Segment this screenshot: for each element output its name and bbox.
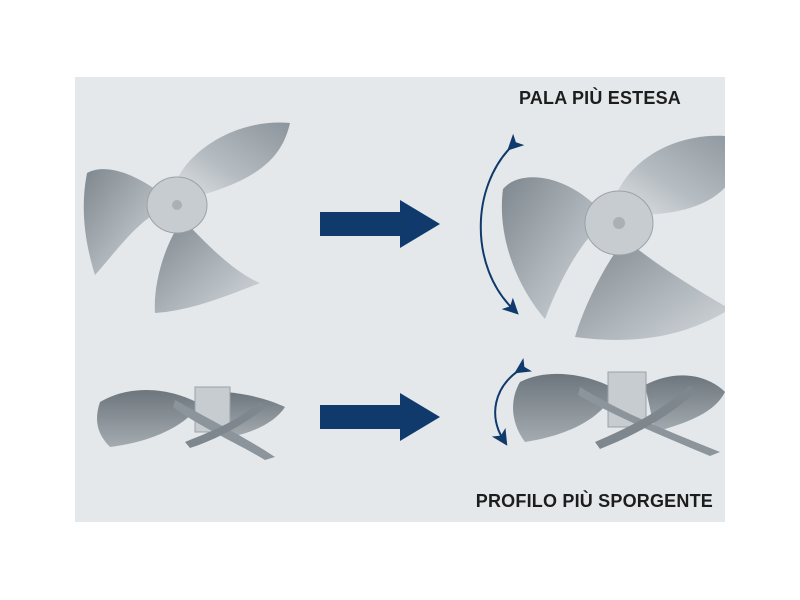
fan-blade [83, 169, 163, 275]
fan-blade [97, 389, 200, 447]
right-arrow-icon [320, 200, 440, 248]
diagram-artwork [83, 122, 725, 460]
fan-blade [501, 177, 599, 319]
fan-front-original [83, 122, 290, 313]
fan-blade [175, 122, 290, 197]
double-curved-arrow-icon [491, 357, 533, 446]
label-protruding-profile: PROFILO PIÙ SPORGENTE [475, 491, 713, 511]
fan-blade [154, 219, 260, 313]
right-arrow-icon [320, 393, 440, 441]
fan-front-improved [501, 135, 725, 340]
fan-blade [615, 135, 725, 215]
fan-side-improved [513, 371, 725, 456]
double-curved-arrow-icon [479, 133, 525, 315]
diagram-panel: PALA PIÙ ESTESA PROFILO PIÙ SPORGENTE [75, 77, 725, 522]
fan-blade [513, 373, 615, 442]
fan-blade [575, 239, 725, 340]
label-extended-blade: PALA PIÙ ESTESA [518, 88, 681, 108]
fan-blade [645, 375, 725, 432]
fan-side-original [97, 386, 285, 460]
